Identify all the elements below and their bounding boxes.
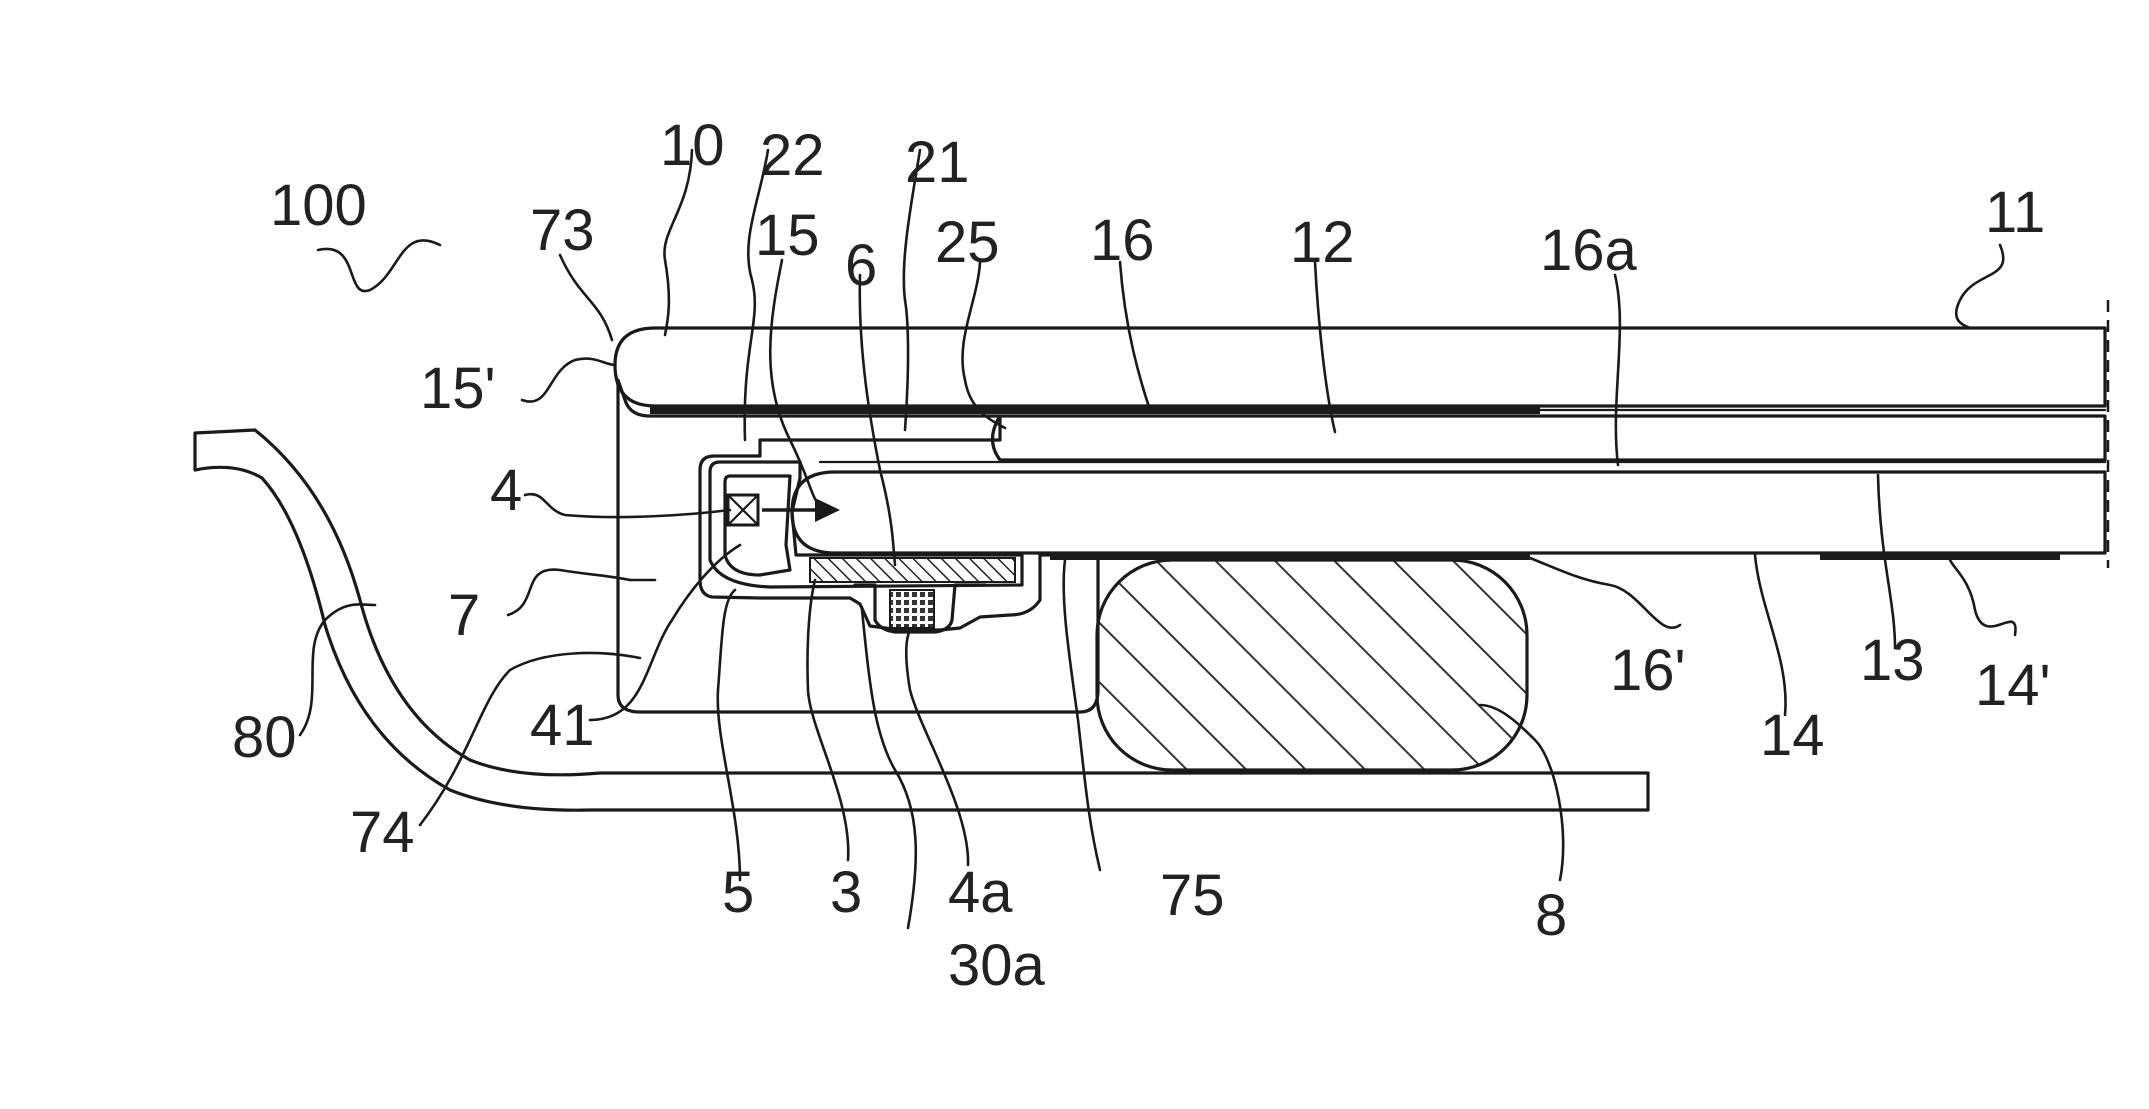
label-13: 13 xyxy=(1860,628,1925,693)
sensor-4a xyxy=(890,590,934,628)
desiccant-layer-3 xyxy=(810,558,1015,582)
label-75: 75 xyxy=(1160,863,1225,928)
label-4a: 4a xyxy=(948,860,1013,925)
label-6: 6 xyxy=(845,233,877,298)
label-4: 4 xyxy=(490,458,522,523)
seal-8 xyxy=(1097,560,1527,770)
label-25: 25 xyxy=(935,210,1000,275)
label-10: 10 xyxy=(660,113,725,178)
label-74: 74 xyxy=(350,800,415,865)
label-80: 80 xyxy=(232,705,297,770)
interlayer-12 xyxy=(993,416,2106,460)
label-16a: 16a xyxy=(1540,218,1638,283)
label-12: 12 xyxy=(1290,210,1355,275)
label-14: 14 xyxy=(1760,703,1825,768)
label-15-prime: 15' xyxy=(420,356,496,421)
label-41: 41 xyxy=(530,693,595,758)
label-16: 16 xyxy=(1090,208,1155,273)
label-30a: 30a xyxy=(948,933,1046,998)
label-14-prime: 14' xyxy=(1975,653,2051,718)
label-21: 21 xyxy=(905,130,970,195)
label-100: 100 xyxy=(270,173,367,238)
label-22: 22 xyxy=(760,123,825,188)
label-11: 11 xyxy=(1985,180,2045,245)
label-8: 8 xyxy=(1535,883,1567,948)
glass-pane-11 xyxy=(792,472,2105,553)
label-7: 7 xyxy=(448,583,480,648)
label-15: 15 xyxy=(755,203,820,268)
label-16-prime: 16' xyxy=(1610,638,1686,703)
label-73: 73 xyxy=(530,198,595,263)
coating-14-prime xyxy=(1820,553,2060,560)
frame-7 xyxy=(618,380,1098,712)
glass-pane-10 xyxy=(615,328,2105,406)
label-5: 5 xyxy=(722,860,754,925)
coating-layer-16 xyxy=(650,407,1540,414)
label-3: 3 xyxy=(830,860,862,925)
